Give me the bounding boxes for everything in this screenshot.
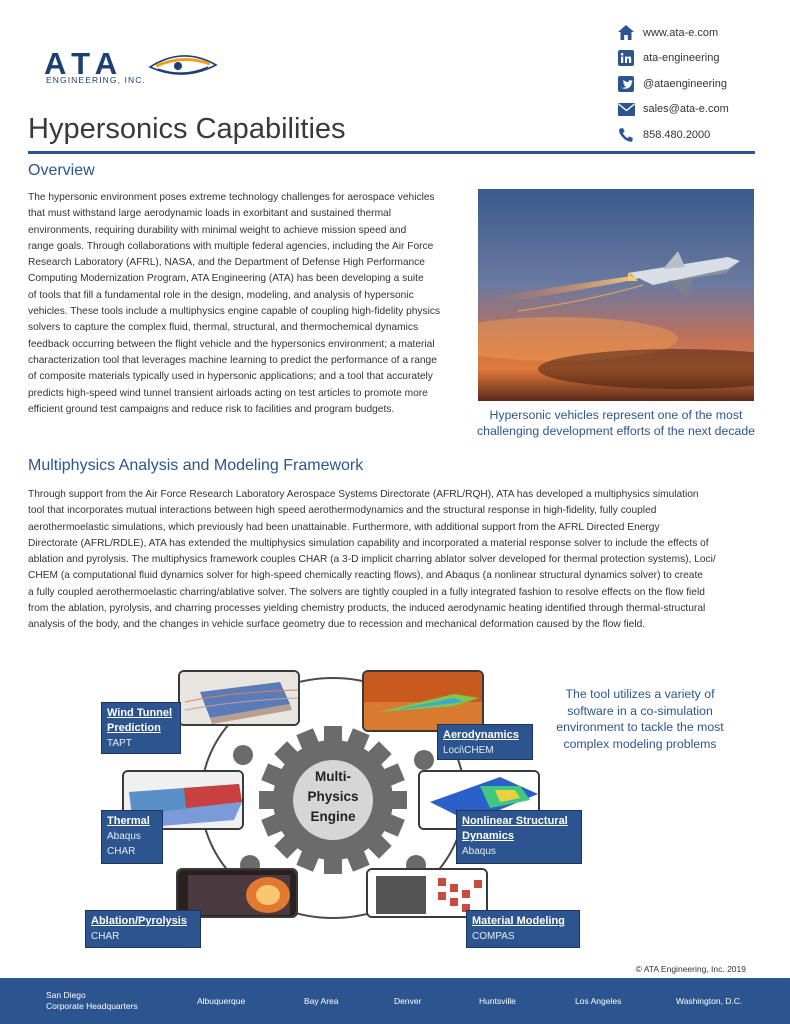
text-line: range goals. Through collaborations with… <box>28 240 434 252</box>
text-line: vehicles. These tools include a multiphy… <box>28 306 441 318</box>
text-line: of tools that fill a fundamental role in… <box>28 289 414 301</box>
nonlinear-structural-box: Nonlinear Structural Dynamics Abaqus <box>456 810 582 864</box>
phone-icon <box>617 126 635 144</box>
box-subtitle: Abaqus <box>107 831 141 842</box>
engine-label-line: Physics <box>307 789 359 804</box>
contact-website-text: www.ata-e.com <box>643 26 719 39</box>
text-line: a fully coupled aerothermoelastic charri… <box>28 586 705 598</box>
text-line: Research Laboratory (AFRL), NASA, and th… <box>28 257 425 269</box>
text-line: from the ablation, pyrolysis, and charri… <box>28 603 706 615</box>
text-line: CHEM (a computational fluid dynamics sol… <box>28 570 703 582</box>
text-line: efficient ground test campaigns and redu… <box>28 403 395 415</box>
contact-linkedin[interactable]: ata-engineering <box>617 46 777 72</box>
footer-location: Los Angeles <box>575 996 622 1006</box>
footer-location: Bay Area <box>304 996 339 1006</box>
box-title: Nonlinear Structural <box>462 815 568 827</box>
text-line: predicts high-speed wind tunnel transien… <box>28 387 428 399</box>
ablation-box: Ablation/Pyrolysis CHAR <box>85 910 201 948</box>
title-divider <box>28 151 755 154</box>
tool-note: The tool utilizes a variety of software … <box>540 686 740 752</box>
contact-website[interactable]: www.ata-e.com <box>617 20 777 46</box>
box-title: Prediction <box>107 722 161 734</box>
home-icon <box>617 24 635 42</box>
text-line: tool that incorporates mutual interactio… <box>28 505 657 517</box>
text-line: The hypersonic environment poses extreme… <box>28 192 435 203</box>
hypersonic-vehicle-image <box>478 189 754 401</box>
box-title: Material Modeling <box>472 915 565 927</box>
contact-phone[interactable]: 858.480.2000 <box>617 122 777 148</box>
text-line: environments, requiring durability with … <box>28 224 407 236</box>
contact-twitter-text: @ataengineering <box>643 77 727 90</box>
box-title: Thermal <box>107 815 150 827</box>
text-line: of composite materials typically used in… <box>28 371 433 383</box>
contact-email[interactable]: sales@ata-e.com <box>617 97 777 123</box>
caption-line: challenging development efforts of the n… <box>476 424 755 438</box>
twitter-icon <box>617 75 635 93</box>
text-line: characterization tool that leverages mac… <box>28 354 437 366</box>
multiphysics-heading: Multiphysics Analysis and Modeling Frame… <box>28 457 364 474</box>
material-modeling-box: Material Modeling COMPAS <box>466 910 580 948</box>
footer-location: Washington, D.C. <box>676 996 743 1006</box>
material-modeling-thumbnail <box>366 868 488 918</box>
note-line: complex modeling problems <box>563 736 717 751</box>
box-subtitle: Loci\CHEM <box>443 745 494 756</box>
aerodynamics-box: Aerodynamics Loci\CHEM <box>437 724 533 760</box>
engine-label-line: Engine <box>310 809 356 824</box>
engine-gear-icon <box>259 726 407 874</box>
footer-text: Corporate Headquarters <box>46 1001 138 1011</box>
footer-location: Huntsville <box>479 996 516 1006</box>
ablation-thumbnail <box>176 868 298 918</box>
caption-line: Hypersonic vehicles represent one of the… <box>489 408 743 422</box>
ata-logo: ATA ENGINEERING, INC. <box>44 46 218 88</box>
page-title: Hypersonics Capabilities <box>28 113 346 145</box>
box-subtitle: COMPAS <box>472 931 515 942</box>
text-line: Through support from the Air Force Resea… <box>28 489 699 500</box>
footer-location: Denver <box>394 996 422 1006</box>
contact-twitter[interactable]: @ataengineering <box>617 71 777 97</box>
linkedin-icon <box>617 49 635 67</box>
engine-label: Multi- Physics Engine <box>293 767 373 827</box>
box-subtitle: Abaqus <box>462 846 496 857</box>
contact-linkedin-text: ata-engineering <box>643 52 720 65</box>
box-title: Dynamics <box>462 830 514 842</box>
logo-wordmark: ATA <box>44 46 125 81</box>
aerodynamics-thumbnail <box>362 670 484 732</box>
box-subtitle: CHAR <box>107 846 136 857</box>
text-line: feedback occurring between the flight ve… <box>28 338 435 350</box>
text-line: solvers to capture the complex fluid, th… <box>28 322 419 334</box>
box-title: Aerodynamics <box>443 729 519 741</box>
note-line: software in a co-simulation <box>567 703 713 718</box>
footer-bar: San Diego Corporate Headquarters Albuque… <box>0 978 790 1024</box>
box-title: Wind Tunnel <box>107 707 173 719</box>
text-line: analysis of the body, and the changes in… <box>28 619 646 631</box>
note-line: The tool utilizes a variety of <box>565 687 715 701</box>
logo-subtitle: ENGINEERING, INC. <box>46 75 146 85</box>
text-line: aerothermoelastic simulations, which pre… <box>28 521 660 533</box>
contact-list: www.ata-e.com ata-engineering @ataengine… <box>617 20 777 148</box>
copyright: © ATA Engineering, Inc. 2019 <box>635 964 746 974</box>
box-subtitle: TAPT <box>107 738 132 749</box>
box-subtitle: CHAR <box>91 931 120 942</box>
footer-text: San Diego <box>46 990 86 1000</box>
logo-eye-icon <box>148 55 218 75</box>
text-line: Directorate (AFRL/RDLE), ATA has extende… <box>28 537 709 549</box>
note-line: environment to tackle the most <box>556 720 724 734</box>
box-title: Ablation/Pyrolysis <box>91 915 187 927</box>
wind-tunnel-box: Wind Tunnel Prediction TAPT <box>101 702 181 754</box>
footer-location-san-diego: San Diego Corporate Headquarters <box>46 990 138 1012</box>
contact-email-text: sales@ata-e.com <box>643 103 729 116</box>
mail-icon <box>617 100 635 118</box>
contact-phone-text: 858.480.2000 <box>643 128 711 141</box>
footer-location: Albuquerque <box>197 996 246 1006</box>
hero-image-caption: Hypersonic vehicles represent one of the… <box>470 407 762 439</box>
multiphysics-paragraph: Through support from the Air Force Resea… <box>28 487 768 634</box>
text-line: that must withstand large aerodynamic lo… <box>28 208 391 220</box>
overview-paragraph: The hypersonic environment poses extreme… <box>28 190 468 418</box>
text-line: ablation and pyrolysis. The multiphysics… <box>28 554 716 566</box>
text-line: Computing Modernization Program, ATA Eng… <box>28 273 424 285</box>
overview-heading: Overview <box>28 162 95 179</box>
thermal-box: Thermal Abaqus CHAR <box>101 810 163 864</box>
wind-tunnel-thumbnail <box>178 670 300 726</box>
engine-label-line: Multi- <box>315 769 351 784</box>
